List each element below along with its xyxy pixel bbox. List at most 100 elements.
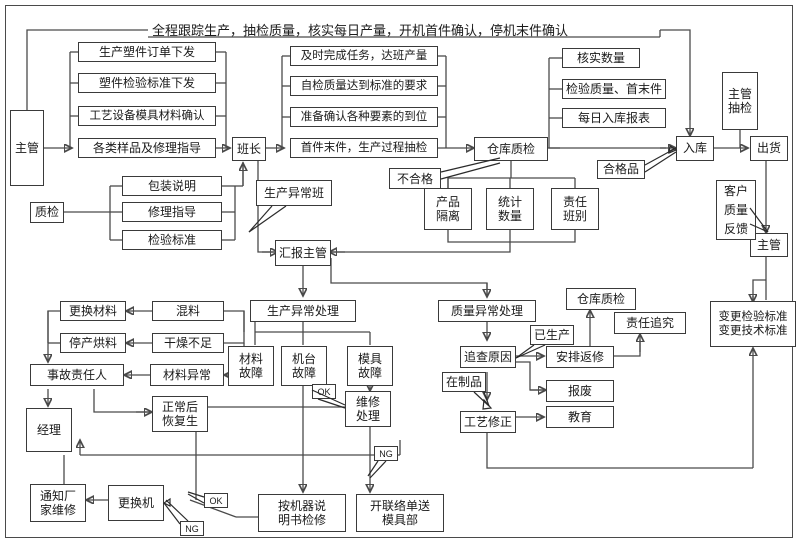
node-report-supervisor[interactable]: 汇报主管 [275, 240, 331, 266]
node-jingli[interactable]: 经理 [26, 408, 72, 452]
node-label: 已生产 [533, 328, 570, 342]
label-ng-machine: NG [180, 521, 204, 536]
title-text: 全程跟踪生产，抽检质量，核实每日产量，开机首件确认，停机末件确认 [152, 23, 569, 38]
node-hegepin[interactable]: 合格品 [597, 160, 645, 179]
node-label: 材料 故障 [238, 352, 263, 380]
node-label: 首件末件，生产过程抽检 [300, 141, 428, 154]
label-ng-mold: NG [374, 446, 398, 461]
node-label: 模具 故障 [357, 352, 382, 380]
node-chuhuo[interactable]: 出货 [750, 136, 788, 161]
node-process-equip-confirm[interactable]: 工艺设备模具材料确认 [78, 106, 216, 126]
node-warehouse-qc-top[interactable]: 仓库质检 [474, 137, 548, 161]
node-repair-handle[interactable]: 维修 处理 [345, 391, 391, 427]
node-machine-fault[interactable]: 机台 故障 [281, 346, 327, 386]
node-education[interactable]: 教育 [546, 406, 614, 428]
node-insufficient-drying[interactable]: 干燥不足 [152, 333, 224, 353]
node-wip[interactable]: 在制品 [442, 372, 486, 392]
node-already-produced[interactable]: 已生产 [530, 325, 574, 345]
node-product-isolate[interactable]: 产品 隔离 [424, 188, 472, 230]
node-label: 按机器说 明书检修 [277, 499, 326, 527]
node-label: 经理 [36, 422, 61, 437]
node-buhege[interactable]: 不合格 [389, 168, 441, 189]
node-first-last-sampling[interactable]: 首件末件，生产过程抽检 [290, 138, 438, 158]
node-label: 责任追究 [625, 315, 674, 330]
node-prod-abnormal-shift[interactable]: 生产异常班 [256, 180, 332, 206]
node-banzhang[interactable]: 班长 [232, 137, 266, 161]
node-customer-feedback[interactable]: 客户 质量 反馈 [716, 180, 756, 240]
node-label: 教育 [567, 409, 592, 424]
node-label: 汇报主管 [278, 245, 327, 260]
node-label: 自检质量达到标准的要求 [300, 79, 428, 92]
node-quality-abnormal-handle[interactable]: 质量异常处理 [438, 300, 536, 322]
node-material-abnormal[interactable]: 材料异常 [150, 364, 224, 386]
node-zhuguan-left[interactable]: 主管 [10, 110, 44, 186]
node-label: 主管 [14, 140, 39, 155]
node-label: 班长 [236, 141, 261, 156]
node-trace-cause[interactable]: 追查原因 [460, 346, 516, 368]
node-ruku[interactable]: 入库 [676, 136, 714, 161]
node-inspect-quality-first-last[interactable]: 检验质量、首末件 [562, 79, 666, 99]
label-text: OK [209, 495, 223, 506]
node-repair-guide[interactable]: 修理指导 [122, 202, 222, 222]
node-daily-report[interactable]: 每日入库报表 [562, 108, 666, 128]
node-prod-abnormal-handle[interactable]: 生产异常处理 [250, 300, 356, 322]
node-mixing[interactable]: 混料 [152, 301, 224, 321]
node-mold-fault[interactable]: 模具 故障 [347, 346, 393, 386]
node-label: 统计 数量 [497, 195, 522, 223]
node-change-material[interactable]: 更换材料 [60, 301, 126, 321]
node-finish-task[interactable]: 及时完成任务，达班产量 [290, 46, 438, 66]
node-notify-factory-repair[interactable]: 通知厂 家维修 [30, 484, 86, 522]
node-self-check-quality[interactable]: 自检质量达到标准的要求 [290, 76, 438, 96]
node-prepare-confirm[interactable]: 准备确认各种要素的到位 [290, 107, 438, 127]
node-inspect-std-issue[interactable]: 塑件检验标准下发 [78, 73, 216, 93]
node-check-by-manual[interactable]: 按机器说 明书检修 [258, 494, 346, 532]
node-label: 材料异常 [162, 367, 211, 382]
node-label: 合格品 [602, 162, 639, 176]
node-responsibility-pursuit[interactable]: 责任追究 [614, 312, 686, 334]
node-label: 混料 [175, 303, 200, 318]
node-replace-machine[interactable]: 更换机 [108, 485, 164, 521]
node-process-correction[interactable]: 工艺修正 [460, 411, 516, 433]
node-label: 每日入库报表 [577, 110, 650, 125]
node-zhuguan-sampling[interactable]: 主管 抽检 [722, 72, 758, 130]
node-label: 仓库质检 [486, 141, 535, 156]
node-label: 主管 抽检 [727, 87, 752, 115]
node-label: 包装说明 [147, 178, 196, 193]
node-label: 质量异常处理 [450, 303, 523, 318]
node-warehouse-qc-bottom[interactable]: 仓库质检 [566, 288, 636, 310]
node-label: 工艺设备模具材料确认 [89, 109, 205, 122]
node-label: 生产塑件订单下发 [98, 44, 195, 59]
node-count-qty[interactable]: 统计 数量 [486, 188, 534, 230]
node-label: 准备确认各种要素的到位 [300, 110, 428, 123]
node-samples-repair-guide[interactable]: 各类样品及修理指导 [78, 138, 216, 158]
node-label: 更换材料 [68, 303, 117, 318]
node-label: 安排返修 [555, 349, 604, 364]
node-label: 报废 [567, 383, 592, 398]
node-label: 更换机 [117, 495, 154, 510]
node-package-desc[interactable]: 包装说明 [122, 176, 222, 196]
node-responsible-shift[interactable]: 责任 班别 [551, 188, 599, 230]
node-label: 产品 隔离 [435, 195, 460, 223]
node-resume-production[interactable]: 正常后 恢复生 [152, 396, 208, 432]
node-scrap[interactable]: 报废 [546, 380, 614, 402]
node-material-fault[interactable]: 材料 故障 [228, 346, 274, 386]
node-accident-responsible[interactable]: 事故责任人 [30, 364, 124, 386]
node-zhijian[interactable]: 质检 [30, 202, 64, 223]
node-order-issue[interactable]: 生产塑件订单下发 [78, 42, 216, 62]
node-zhuguan-right[interactable]: 主管 [750, 233, 788, 257]
node-label: 质检 [34, 205, 59, 219]
node-arrange-rework[interactable]: 安排返修 [546, 346, 614, 368]
node-label: 塑件检验标准下发 [98, 75, 195, 90]
node-label: 不合格 [396, 171, 433, 186]
node-stop-drying[interactable]: 停产烘料 [60, 333, 126, 353]
label-text: OK [317, 386, 331, 397]
node-change-standards[interactable]: 变更检验标准 变更技术标准 [710, 301, 796, 347]
label-text: NG [379, 448, 393, 459]
node-verify-qty[interactable]: 核实数量 [562, 48, 640, 68]
node-label: 维修 处理 [355, 395, 380, 423]
node-label: 通知厂 家维修 [39, 489, 76, 517]
node-inspect-std[interactable]: 检验标准 [122, 230, 222, 250]
node-label: 追查原因 [463, 349, 512, 364]
node-contact-mold-dept[interactable]: 开联络单送 模具部 [356, 494, 444, 532]
node-label: 变更检验标准 变更技术标准 [718, 311, 788, 337]
